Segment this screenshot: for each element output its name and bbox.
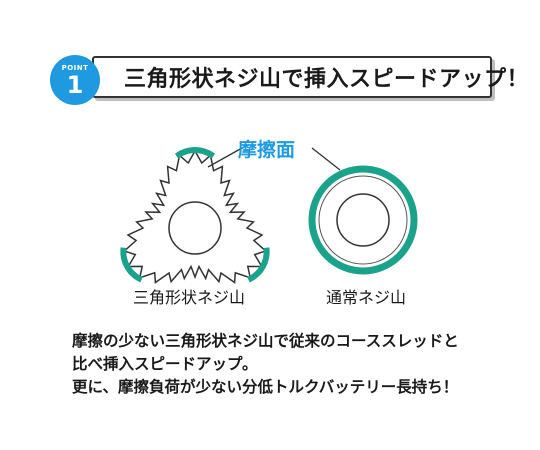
normal-thread-core bbox=[336, 193, 390, 247]
description-line-3: 更に、摩擦負荷が少ない分低トルクバッテリー長持ち！ bbox=[72, 378, 459, 396]
friction-arc-top bbox=[174, 146, 216, 159]
triangular-thread-shape bbox=[120, 146, 270, 284]
leader-line-right bbox=[311, 147, 341, 171]
triangular-thread-label: 三角形状ネジ山 bbox=[133, 288, 246, 307]
friction-arc-right bbox=[247, 247, 270, 283]
leader-line-left bbox=[207, 147, 243, 168]
normal-thread-shape bbox=[308, 165, 418, 275]
normal-thread-label: 通常ネジ山 bbox=[326, 288, 407, 307]
headline-banner: 三角形状ネジ山で挿入スピードアップ！ bbox=[92, 56, 529, 98]
point-word: POINT bbox=[61, 64, 89, 72]
headline-title: 三角形状ネジ山で挿入スピードアップ！ bbox=[124, 67, 530, 92]
description-line-1: 摩擦の少ない三角形状ネジ山で従来のコーススレッドと bbox=[72, 332, 459, 350]
normal-thread-inner-edge bbox=[318, 175, 408, 265]
triangular-thread-core bbox=[168, 201, 222, 255]
point-number: 1 bbox=[66, 71, 84, 99]
friction-arc-left bbox=[120, 247, 143, 283]
point-badge: POINT 1 bbox=[50, 55, 100, 105]
friction-surface-label: 摩擦面 bbox=[238, 139, 296, 161]
description-line-2: 比べ挿入スピードアップ。 bbox=[72, 355, 258, 373]
description-text: 摩擦の少ない三角形状ネジ山で従来のコーススレッドと 比べ挿入スピードアップ。 更… bbox=[72, 330, 459, 399]
